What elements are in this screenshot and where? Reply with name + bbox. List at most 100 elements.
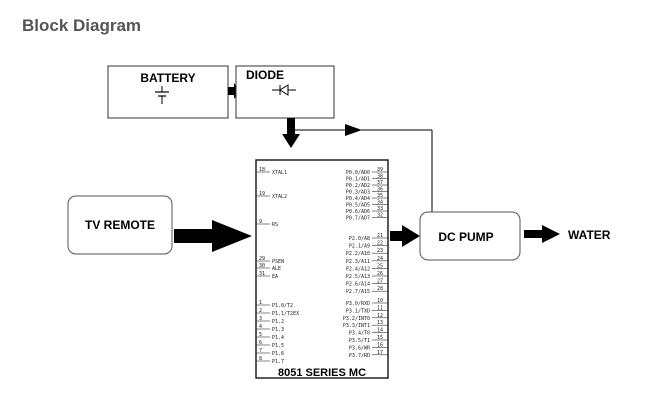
- mc-pin-name: P2.6/A14: [346, 282, 370, 288]
- mc-pin-right: P3.2/INT0 12: [343, 313, 388, 322]
- mc-pin-number: 19: [259, 191, 265, 197]
- diode-block: DIODE: [235, 65, 335, 119]
- mc-pin-name: P1.7: [272, 359, 284, 365]
- mc-pin-name: P2.0/A8: [349, 236, 370, 242]
- mc-pin-name: P3.7/RD: [349, 353, 370, 359]
- mc-to-pump-arrow: [390, 225, 420, 247]
- mc-pin-number: 24: [377, 256, 383, 262]
- mc-pin-name: P3.3/INT1: [343, 323, 370, 329]
- battery-symbol-icon: [155, 86, 169, 104]
- mc-pin-number: 8: [259, 356, 262, 362]
- mc-pin-name: P2.4/A12: [346, 266, 370, 272]
- mc-pin-number: 38: [377, 174, 383, 180]
- mc-pin-number: 21: [377, 233, 383, 239]
- mc-pin-number: 6: [259, 340, 262, 346]
- dc-pump-block: DC PUMP: [419, 211, 521, 261]
- mc-pin-name: P3.5/T1: [349, 338, 370, 344]
- mc-pin-name: P1.0/T2: [272, 303, 293, 309]
- mc-pin-right: P2.6/A14 27: [346, 279, 388, 288]
- mc-pin-name: P1.5: [272, 343, 284, 349]
- mc-pin-name: P3.4/T0: [349, 331, 370, 337]
- remote-to-mc-arrow: [174, 220, 252, 252]
- mc-pin-number: 31: [259, 271, 265, 277]
- mc-pin-number: 29: [259, 256, 265, 262]
- mc-pin-number: 37: [377, 180, 383, 186]
- mc-pin-number: 4: [259, 324, 262, 330]
- dc-pump-label: DC PUMP: [438, 230, 493, 244]
- mc-pin-number: 26: [377, 271, 383, 277]
- battery-block: BATTERY: [107, 65, 229, 119]
- mc-pin-number: 16: [377, 342, 383, 348]
- mc-pin-name: RS: [272, 222, 278, 228]
- mc-pin-number: 12: [377, 313, 383, 319]
- mc-pin-right: P0.0/AD0 39: [346, 167, 388, 176]
- tv-remote-label: TV REMOTE: [85, 218, 155, 232]
- mc-pin-right: P2.5/A13 26: [346, 271, 388, 280]
- power-feed-line: [291, 124, 433, 213]
- mc-pin-name: P0.4/AD4: [346, 196, 370, 202]
- mc-pin-name: P1.3: [272, 327, 284, 333]
- mc-pin-number: 17: [377, 350, 383, 356]
- mc-pin-name: P0.3/AD3: [346, 190, 370, 196]
- mc-pin-number: 14: [377, 328, 383, 334]
- mc-pin-name: P0.7/AD7: [346, 216, 370, 222]
- battery-label: BATTERY: [140, 71, 195, 85]
- mc-pin-number: 1: [259, 300, 262, 306]
- mc-pin-name: P2.2/A10: [346, 251, 370, 257]
- mc-pin-number: 34: [377, 200, 383, 206]
- mc-pin-number: 33: [377, 206, 383, 212]
- mc-pin-number: 27: [377, 279, 383, 285]
- mc-pin-name: P1.1/T2EX: [272, 311, 299, 317]
- mc-pin-number: 11: [377, 305, 383, 311]
- mc-pin-name: P3.1/TXD: [346, 308, 370, 314]
- mc-pin-name: XTAL1: [272, 170, 287, 176]
- mc-pin-number: 5: [259, 332, 262, 338]
- diode-to-mc-arrow: [282, 118, 300, 148]
- mc-pin-name: P2.5/A13: [346, 274, 370, 280]
- diode-label: DIODE: [246, 68, 284, 82]
- mc-pin-right: P3.7/RD 17: [349, 350, 388, 359]
- mc-pin-number: 23: [377, 248, 383, 254]
- page-title: Block Diagram: [22, 16, 142, 35]
- mc-pin-name: ALE: [272, 266, 281, 272]
- mc-pin-name: P1.2: [272, 319, 284, 325]
- tv-remote-block: TV REMOTE: [67, 195, 173, 255]
- mc-pin-number: 22: [377, 241, 383, 247]
- mc-label: 8051 SERIES MC: [278, 367, 366, 379]
- mc-pin-number: 7: [259, 348, 262, 354]
- mc-pin-right: P0.5/AD5 34: [346, 200, 388, 209]
- mc-pin-number: 18: [259, 167, 265, 173]
- mc-pin-name: P3.2/INT0: [343, 316, 370, 322]
- mc-pin-number: 28: [377, 286, 383, 292]
- diode-symbol-icon: [272, 84, 296, 96]
- mc-pin-number: 35: [377, 193, 383, 199]
- mc-pin-right: P2.0/A8 21: [349, 233, 388, 242]
- mc-pin-name: P1.6: [272, 351, 284, 357]
- mc-pin-name: P0.5/AD5: [346, 203, 370, 209]
- mc-pin-name: P0.0/AD0: [346, 170, 370, 176]
- mc-pin-number: 39: [377, 167, 383, 173]
- mc-pin-number: 30: [259, 263, 265, 269]
